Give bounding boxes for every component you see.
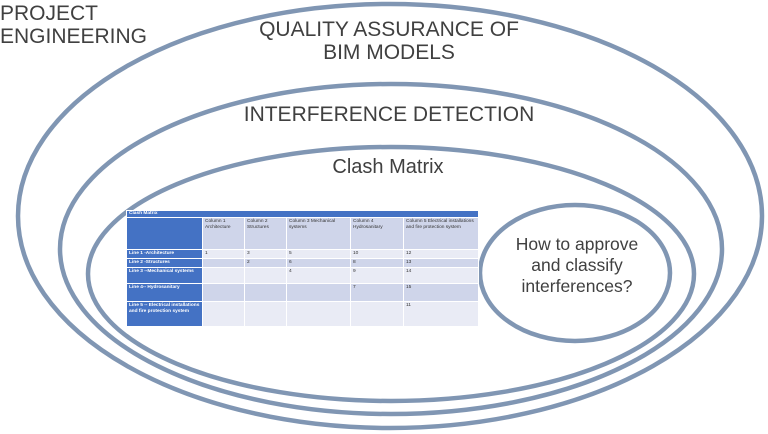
- label-quality-assurance: QUALITY ASSURANCE OF BIM MODELS: [230, 18, 548, 64]
- table-cell: 5: [286, 249, 351, 259]
- column-header: Column 2 Structures: [244, 217, 287, 250]
- label-line: BIM MODELS: [323, 40, 455, 64]
- clash-matrix-table: Clash Matrix Column 1 Architecture Colum…: [125, 210, 480, 327]
- label-project-engineering: PROJECT ENGINEERING: [0, 2, 150, 48]
- ellipse-interference-detection: [57, 81, 725, 417]
- label-line: ENGINEERING: [0, 24, 148, 48]
- column-header: Column 1 Architecture: [202, 217, 245, 250]
- table-cell: 4: [286, 267, 351, 284]
- table-row: Line 4-- Hydrosanitary 7 15: [126, 283, 480, 302]
- table-cell: 13: [402, 258, 480, 268]
- row-header: Line 5 -- Electrical installations and f…: [126, 301, 203, 327]
- table-corner-cell: [126, 217, 203, 250]
- table-cell: [286, 301, 351, 327]
- table-cell: 3: [244, 249, 287, 259]
- table-cell: [202, 283, 245, 302]
- column-header: Column 5 Electrical installations and fi…: [402, 217, 480, 250]
- label-clash-matrix: Clash Matrix: [332, 156, 444, 178]
- table-cell: 7: [350, 283, 404, 302]
- column-header: Column 4 Hydrosanitary: [350, 217, 404, 250]
- table-cell: 11: [402, 301, 480, 327]
- table-cell: 2: [244, 258, 287, 268]
- row-header: Line 4-- Hydrosanitary: [126, 283, 203, 302]
- table-cell: 6: [286, 258, 351, 268]
- table-cell: [244, 283, 287, 302]
- table-cell: [244, 267, 287, 284]
- table-cell: 10: [350, 249, 404, 259]
- table-cell: 14: [402, 267, 480, 284]
- label-line: PROJECT: [0, 2, 99, 25]
- label-line: and classify: [531, 255, 623, 275]
- table-cell: [244, 301, 287, 327]
- table-cell: [202, 258, 245, 268]
- column-header: Column 3 Mechanical systems: [286, 217, 351, 250]
- table-row: Line 1 -Architecture 1 3 5 10 12: [126, 249, 480, 259]
- table-cell: 15: [402, 283, 480, 302]
- label-line: How to approve: [515, 234, 639, 254]
- table-cell: 9: [350, 267, 404, 284]
- ellipse-question: [477, 202, 673, 344]
- table-cell: [202, 267, 245, 284]
- label-interference-detection: INTERFERENCE DETECTION: [243, 103, 535, 126]
- table-cell: [350, 301, 404, 327]
- row-header: Line 2 -Structures: [126, 258, 203, 268]
- label-line: interferences?: [521, 276, 633, 296]
- ellipse-quality-assurance: [15, 1, 765, 431]
- table-title: Clash Matrix: [125, 210, 480, 218]
- table-cell: [202, 301, 245, 327]
- table-cell: 1: [202, 249, 245, 259]
- label-line: QUALITY ASSURANCE OF: [259, 18, 519, 41]
- table-cell: [286, 283, 351, 302]
- row-header: Line 1 -Architecture: [126, 249, 203, 259]
- label-question: How to approve and classify interference…: [488, 234, 666, 297]
- row-header: Line 3 --Mechanical systems: [126, 267, 203, 284]
- table-row: Line 2 -Structures 2 6 8 13: [126, 258, 480, 268]
- ellipse-clash-matrix: [85, 144, 697, 404]
- table-row: Line 3 --Mechanical systems 4 9 14: [126, 267, 480, 284]
- table-row: Line 5 -- Electrical installations and f…: [126, 301, 480, 327]
- table-cell: 12: [402, 249, 480, 259]
- table-cell: 8: [350, 258, 404, 268]
